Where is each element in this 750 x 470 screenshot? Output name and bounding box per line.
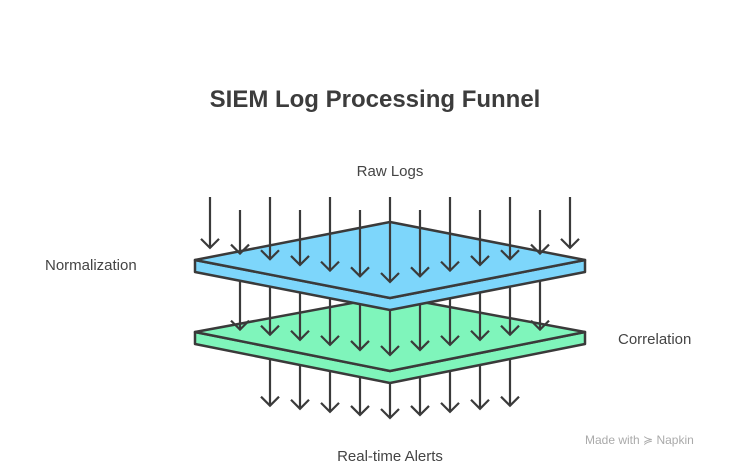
diagram-title: SIEM Log Processing Funnel	[209, 86, 541, 113]
alert-arrow	[320, 371, 340, 414]
raw-log-arrow	[200, 197, 220, 250]
normalized-arrow	[470, 292, 490, 342]
alert-arrow	[290, 365, 310, 411]
alert-arrow	[260, 359, 280, 408]
alert-arrow	[470, 365, 490, 411]
raw-log-arrow	[380, 197, 400, 284]
normalized-arrow	[350, 304, 370, 352]
napkin-watermark: Made with ≽ Napkin	[585, 433, 694, 447]
normalized-arrow	[410, 304, 430, 352]
alert-arrow	[440, 371, 460, 414]
alert-arrow	[380, 383, 400, 420]
napkin-brand: Napkin	[656, 433, 694, 447]
raw-log-arrow	[410, 210, 430, 278]
raw-log-arrow	[500, 197, 520, 261]
raw-log-arrow	[350, 210, 370, 278]
alert-arrow	[410, 377, 430, 417]
normalized-arrow	[530, 280, 550, 332]
real-time-alerts-label: Real-time Alerts	[337, 448, 443, 465]
normalized-arrow	[500, 286, 520, 337]
normalized-arrow	[380, 310, 400, 357]
raw-log-arrow	[560, 197, 580, 250]
napkin-logo-icon: ≽	[643, 433, 654, 447]
raw-log-arrow	[530, 210, 550, 256]
raw-log-arrow	[290, 210, 310, 267]
normalized-arrow	[230, 280, 250, 332]
raw-log-arrow	[260, 197, 280, 261]
alert-arrow	[500, 359, 520, 408]
correlation-label: Correlation	[618, 331, 692, 348]
alert-arrow	[350, 377, 370, 417]
made-with-text: Made with	[585, 433, 640, 447]
raw-logs-label: Raw Logs	[356, 163, 424, 180]
normalization-label: Normalization	[45, 257, 137, 274]
normalized-arrow	[440, 298, 460, 347]
raw-log-arrow	[440, 197, 460, 273]
raw-log-arrow	[230, 210, 250, 256]
normalized-arrow	[320, 298, 340, 347]
normalized-arrow	[260, 286, 280, 337]
raw-log-arrow	[470, 210, 490, 267]
raw-log-arrow	[320, 197, 340, 273]
normalized-arrow	[290, 292, 310, 342]
